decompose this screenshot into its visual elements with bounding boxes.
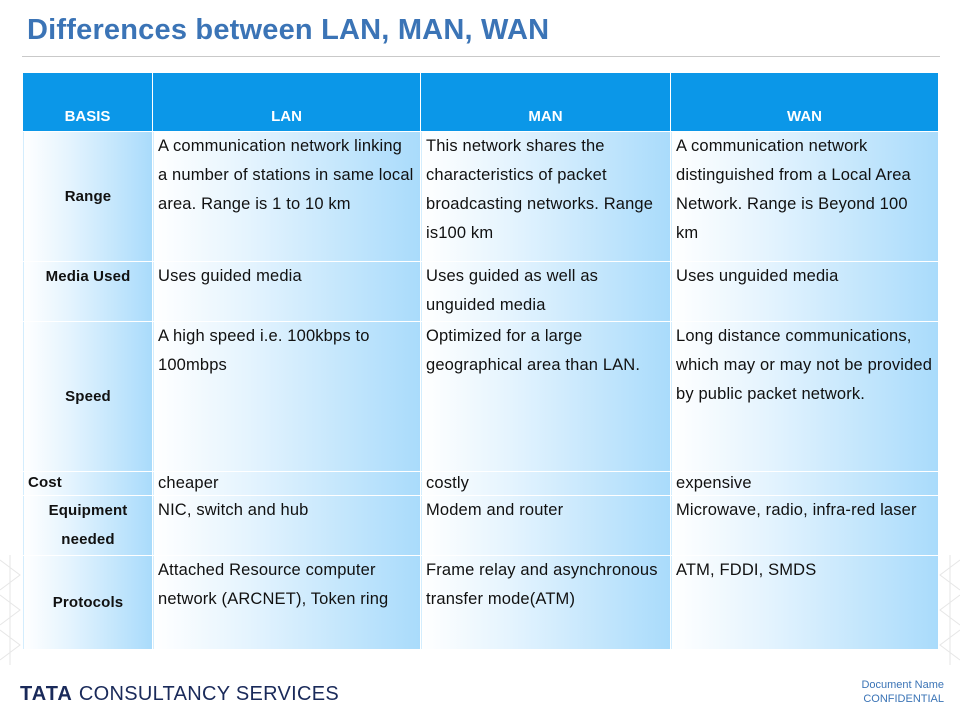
- lan-cell: NIC, switch and hub: [152, 495, 421, 556]
- header-basis: BASIS: [22, 72, 153, 132]
- man-cell: This network shares the characteristics …: [420, 131, 671, 262]
- lan-cell: cheaper: [152, 471, 421, 496]
- document-name: Document Name: [861, 679, 944, 691]
- table-row-range: Range A communication network linking a …: [22, 131, 939, 262]
- lan-cell: Attached Resource computer network (ARCN…: [152, 555, 421, 650]
- man-cell: Optimized for a large geographical area …: [420, 321, 671, 472]
- header-wan: WAN: [670, 72, 939, 132]
- table-row-media: Media Used Uses guided media Uses guided…: [22, 261, 939, 322]
- wan-cell: Microwave, radio, infra-red laser: [670, 495, 939, 556]
- logo-company: CONSULTANCY SERVICES: [78, 683, 340, 705]
- wan-cell: A communication network distinguished fr…: [670, 131, 939, 262]
- lan-cell: A communication network linking a number…: [152, 131, 421, 262]
- wan-cell: Uses unguided media: [670, 261, 939, 322]
- man-cell: costly: [420, 471, 671, 496]
- table-row-equipment: Equipment needed NIC, switch and hub Mod…: [22, 495, 939, 556]
- confidential-label: CONFIDENTIAL: [863, 693, 944, 705]
- basis-cell: Cost: [22, 471, 153, 496]
- title-divider: [22, 56, 940, 57]
- table-header-row: BASIS LAN MAN WAN: [22, 72, 939, 132]
- man-cell: Uses guided as well as unguided media: [420, 261, 671, 322]
- basis-cell: Speed: [22, 321, 153, 472]
- man-cell: Frame relay and asynchronous transfer mo…: [420, 555, 671, 650]
- basis-cell: Range: [22, 131, 153, 262]
- basis-cell: Equipment needed: [22, 495, 153, 556]
- document-footer: Document Name CONFIDENTIAL: [861, 678, 944, 706]
- basis-cell: Media Used: [22, 261, 153, 322]
- comparison-table: BASIS LAN MAN WAN Range A communication …: [22, 72, 939, 650]
- logo-brand: TATA: [20, 683, 73, 705]
- table-row-cost: Cost cheaper costly expensive: [22, 471, 939, 496]
- man-cell: Modem and router: [420, 495, 671, 556]
- wan-cell: Long distance communications, which may …: [670, 321, 939, 472]
- header-lan: LAN: [152, 72, 421, 132]
- basis-cell: Protocols: [22, 555, 153, 650]
- lan-cell: Uses guided media: [152, 261, 421, 322]
- table-row-speed: Speed A high speed i.e. 100kbps to 100mb…: [22, 321, 939, 472]
- header-man: MAN: [420, 72, 671, 132]
- slide-title: Differences between LAN, MAN, WAN: [27, 14, 550, 46]
- wan-cell: expensive: [670, 471, 939, 496]
- lan-cell: A high speed i.e. 100kbps to 100mbps: [152, 321, 421, 472]
- table-row-protocols: Protocols Attached Resource computer net…: [22, 555, 939, 650]
- wan-cell: ATM, FDDI, SMDS: [670, 555, 939, 650]
